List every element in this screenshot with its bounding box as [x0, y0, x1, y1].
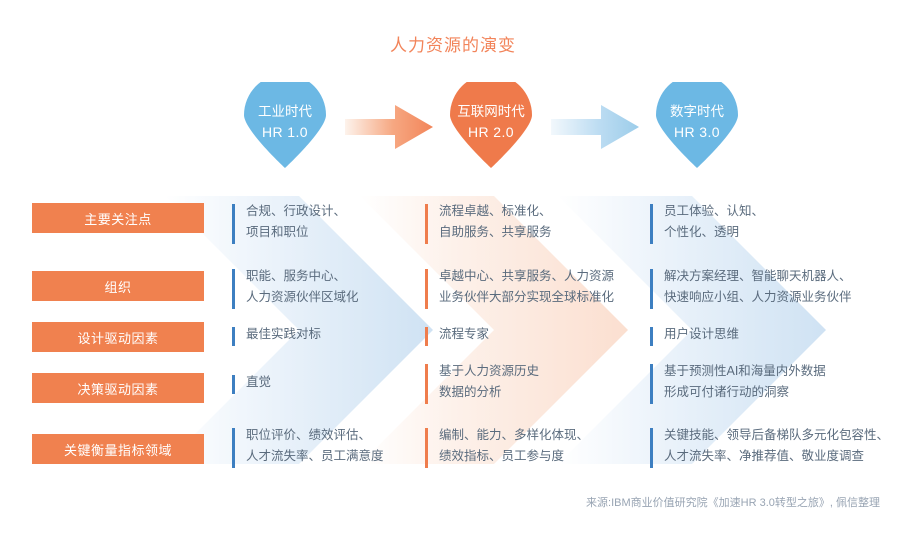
pin-era-hr3: 数字时代 [670, 104, 724, 119]
cell-text-r4c2: 基于人力资源历史 数据的分析 [439, 364, 540, 399]
cell-r3c3: 用户设计思维 [650, 324, 890, 346]
timeline-pin-hr3[interactable]: 数字时代 HR 3.0 [652, 82, 742, 168]
cell-text-r2c3: 解决方案经理、智能聊天机器人、 快速响应小组、人力资源业务伙伴 [664, 269, 852, 304]
row-label-organization: 组织 [32, 271, 204, 301]
cell-accent-bar [232, 327, 235, 346]
pin-version-hr3: HR 3.0 [674, 124, 720, 140]
cell-accent-bar [425, 204, 428, 244]
cell-accent-bar [232, 204, 235, 244]
page-title: 人力资源的演变 [390, 36, 516, 55]
cell-r1c1: 合规、行政设计、 项目和职位 [232, 201, 422, 244]
pin-label-hr2: 互联网时代 HR 2.0 [446, 102, 536, 142]
cell-text-r2c2: 卓越中心、共享服务、人力资源 业务伙伴大部分实现全球标准化 [439, 269, 615, 304]
cell-text-r4c3: 基于预测性AI和海量内外数据 形成可付诸行动的洞察 [664, 364, 826, 399]
pin-label-hr3: 数字时代 HR 3.0 [652, 102, 742, 142]
cell-accent-bar [425, 269, 428, 309]
cell-accent-bar [232, 269, 235, 309]
cell-text-r1c3: 员工体验、认知、 个性化、透明 [664, 204, 765, 239]
timeline-pin-hr1[interactable]: 工业时代 HR 1.0 [240, 82, 330, 168]
cell-accent-bar [232, 375, 235, 394]
cell-text-r1c2: 流程卓越、标准化、 自助服务、共享服务 [439, 204, 552, 239]
cell-accent-bar [650, 428, 653, 468]
cell-text-r5c2: 编制、能力、多样化体现、 绩效指标、员工参与度 [439, 428, 590, 463]
cell-r4c3: 基于预测性AI和海量内外数据 形成可付诸行动的洞察 [650, 361, 890, 404]
cell-r5c3: 关键技能、领导后备梯队多元化包容性、 人才流失率、净推荐值、敬业度调查 [650, 425, 890, 468]
pin-shape-icon [450, 82, 532, 168]
cell-text-r5c1: 职位评价、绩效评估、 人才流失率、员工满意度 [246, 428, 384, 463]
cell-r1c2: 流程卓越、标准化、 自助服务、共享服务 [425, 201, 645, 244]
timeline-pin-hr2[interactable]: 互联网时代 HR 2.0 [446, 82, 536, 168]
pin-label-hr1: 工业时代 HR 1.0 [240, 102, 330, 142]
cell-text-r3c3: 用户设计思维 [664, 327, 740, 341]
cell-accent-bar [650, 364, 653, 404]
cell-text-r3c1: 最佳实践对标 [246, 327, 322, 341]
pin-version-hr2: HR 2.0 [468, 124, 514, 140]
cell-accent-bar [425, 364, 428, 404]
cell-text-r4c1: 直觉 [246, 375, 272, 389]
row-label-decision-driver: 决策驱动因素 [32, 373, 204, 403]
cell-r2c1: 职能、服务中心、 人力资源伙伴区域化 [232, 266, 422, 309]
cell-r2c2: 卓越中心、共享服务、人力资源 业务伙伴大部分实现全球标准化 [425, 266, 645, 309]
row-label-design-driver: 设计驱动因素 [32, 322, 204, 352]
cell-accent-bar [650, 204, 653, 244]
cell-r5c1: 职位评价、绩效评估、 人才流失率、员工满意度 [232, 425, 422, 468]
pin-shape-icon [656, 82, 738, 168]
cell-r4c1: 直觉 [232, 372, 422, 394]
cell-accent-bar [650, 327, 653, 346]
cell-text-r5c3: 关键技能、领导后备梯队多元化包容性、 人才流失率、净推荐值、敬业度调查 [664, 428, 890, 463]
cell-r5c2: 编制、能力、多样化体现、 绩效指标、员工参与度 [425, 425, 645, 468]
cell-r3c2: 流程专家 [425, 324, 645, 346]
cell-text-r3c2: 流程专家 [439, 327, 490, 341]
connector-arrow-1-icon [345, 105, 433, 149]
cell-r3c1: 最佳实践对标 [232, 324, 422, 346]
connector-arrow-2-icon [551, 105, 639, 149]
cell-r4c2: 基于人力资源历史 数据的分析 [425, 361, 645, 404]
source-note: 来源:IBM商业价值研究院《加速HR 3.0转型之旅》, 佩信整理 [586, 497, 880, 509]
cell-r2c3: 解决方案经理、智能聊天机器人、 快速响应小组、人力资源业务伙伴 [650, 266, 890, 309]
cell-text-r2c1: 职能、服务中心、 人力资源伙伴区域化 [246, 269, 359, 304]
pin-shape-icon [244, 82, 326, 168]
pin-era-hr2: 互联网时代 [457, 104, 525, 119]
cell-r1c3: 员工体验、认知、 个性化、透明 [650, 201, 890, 244]
cell-accent-bar [232, 428, 235, 468]
row-label-key-metrics: 关键衡量指标领域 [32, 434, 204, 464]
row-label-focus: 主要关注点 [32, 203, 204, 233]
cell-accent-bar [650, 269, 653, 309]
pin-era-hr1: 工业时代 [258, 104, 312, 119]
cell-accent-bar [425, 428, 428, 468]
cell-accent-bar [425, 327, 428, 346]
cell-text-r1c1: 合规、行政设计、 项目和职位 [246, 204, 347, 239]
pin-version-hr1: HR 1.0 [262, 124, 308, 140]
